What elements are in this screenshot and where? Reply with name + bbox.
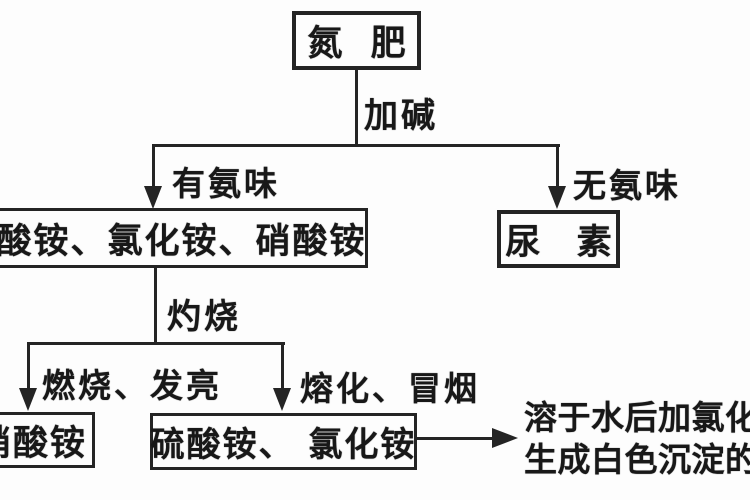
node-nitrogen-fertilizer: 氮 肥 xyxy=(292,11,421,70)
edge-label-add-alkali-text: 加碱 xyxy=(364,96,438,136)
node-nitrogen-fertilizer-label: 氮 肥 xyxy=(307,24,414,64)
connector-melts-smokes xyxy=(281,344,284,390)
result-note-line1: 溶于水后加氯化 xyxy=(524,398,750,437)
edge-label-burns-bright: 燃烧、发亮 xyxy=(42,359,222,407)
node-urea-label: 尿 素 xyxy=(505,222,624,263)
node-ammonium-sulfate-chloride-label: 硫酸铵、 氯化铵 xyxy=(150,425,417,465)
node-ammonium-sulfate-chloride: 硫酸铵、 氯化铵 xyxy=(150,413,417,470)
result-note: 溶于水后加氯化 生成白色沉淀的 xyxy=(524,397,750,481)
edge-label-melts-smokes: 熔化、冒烟 xyxy=(300,362,480,410)
connector-result xyxy=(417,437,495,440)
edge-label-no-ammonia-smell: 无氨味 xyxy=(573,159,681,207)
arrowhead-left-branch-icon xyxy=(144,186,162,209)
edge-label-burns-bright-text: 燃烧、发亮 xyxy=(42,366,222,405)
arrowhead-melts-smokes-icon xyxy=(273,388,291,411)
node-ammonium-nitrate: 硝酸铵 xyxy=(0,412,95,468)
branch-line-top xyxy=(152,144,560,147)
connector-left-branch xyxy=(152,146,155,190)
result-note-line2: 生成白色沉淀的 xyxy=(524,440,750,479)
edge-label-ignite-text: 灼烧 xyxy=(167,297,241,337)
node-ammonium-nitrate-label: 硝酸铵 xyxy=(0,423,87,464)
edge-label-no-ammonia-smell-text: 无氨味 xyxy=(573,166,681,205)
node-urea: 尿 素 xyxy=(497,210,620,268)
connector-root-down xyxy=(355,68,358,146)
edge-label-has-ammonia-smell: 有氨味 xyxy=(172,157,280,205)
edge-label-ignite: 灼烧 xyxy=(167,289,241,338)
branch-line-bottom xyxy=(27,342,285,345)
connector-burns-bright xyxy=(27,344,30,390)
edge-label-melts-smokes-text: 熔化、冒烟 xyxy=(300,369,480,408)
node-ammonium-salts-label: 硫酸铵、氯化铵、硝酸铵 xyxy=(0,221,367,262)
arrowhead-result-icon xyxy=(492,428,518,448)
connector-ignite xyxy=(154,266,157,344)
edge-label-has-ammonia-smell-text: 有氨味 xyxy=(172,164,280,203)
node-ammonium-salts: 硫酸铵、氯化铵、硝酸铵 xyxy=(0,208,368,268)
connector-right-branch xyxy=(556,146,559,190)
arrowhead-burns-bright-icon xyxy=(19,388,37,411)
arrowhead-right-branch-icon xyxy=(548,186,566,209)
edge-label-add-alkali: 加碱 xyxy=(364,88,438,137)
